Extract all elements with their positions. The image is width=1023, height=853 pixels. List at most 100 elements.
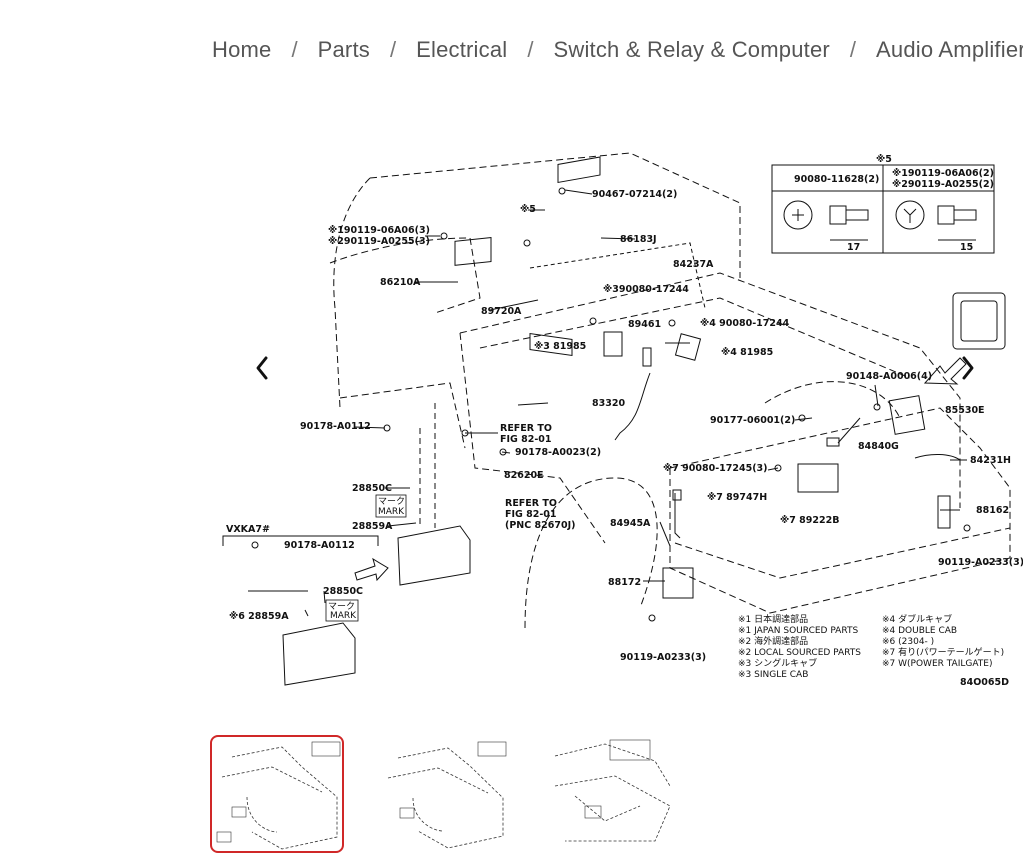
bracket-89720A: [529, 332, 573, 357]
breadcrumb-electrical[interactable]: Electrical: [416, 37, 508, 62]
amplifier-86210A: [454, 236, 492, 266]
harness-84945A: [674, 493, 681, 539]
bracket-86183J: [557, 156, 601, 183]
label-p1: 90467-07214(2): [592, 189, 677, 200]
harness-line: [419, 403, 436, 528]
bumper-line: [674, 527, 1011, 579]
label-p20: 84231H: [970, 455, 1011, 466]
next-image-button[interactable]: [954, 350, 982, 386]
inset-title: ※5: [876, 154, 892, 165]
legend-right-5: ※7 W(POWER TAILGATE): [882, 659, 993, 669]
tailgate: [669, 407, 1011, 614]
inset-left-label: 90080-11628(2): [794, 174, 879, 185]
legend-left-1: ※1 日本調達部品: [738, 613, 808, 625]
harness-83320: [614, 372, 651, 441]
chevron-right-icon: [962, 356, 974, 380]
label-p9: ※390080-17244: [603, 284, 689, 295]
label-p12: ※3 81985: [534, 341, 586, 352]
label-p7: 89720A: [481, 306, 522, 317]
label-p27: 84945A: [610, 518, 651, 529]
computer-88172: [662, 567, 694, 599]
breadcrumb: Home / Parts / Electrical / Switch & Rel…: [212, 30, 1023, 70]
label-p31: 90119-A0233(3): [938, 557, 1023, 568]
label-p24: 28850C: [352, 483, 392, 494]
variant-label: VXKA7#: [226, 524, 270, 535]
cab-back-wall: [529, 242, 706, 309]
switch-badge-inset: [952, 292, 1006, 350]
refer-to-1-line-2: FIG 82-01: [500, 434, 552, 445]
label-p18: 90177-06001(2): [710, 415, 795, 426]
refer-to-2-line-3: (PNC 82670J): [505, 520, 575, 531]
label-p26: 28859A: [352, 521, 393, 532]
inset-dim-left: 17: [847, 242, 860, 253]
mark-label-en-lower: MARK: [330, 611, 357, 621]
refer-to-1-line-1: REFER TO: [500, 423, 552, 434]
label-p14: 83320: [592, 398, 625, 409]
door-line: [339, 382, 466, 449]
module-81985-b: [674, 333, 702, 361]
label-p32: 28850C: [323, 586, 363, 597]
label-p19: 84840G: [858, 441, 899, 452]
breadcrumb-parts[interactable]: Parts: [317, 37, 370, 62]
inset-dim-right: 15: [960, 242, 973, 253]
variant-bracket: [222, 535, 379, 546]
thumbnail-2[interactable]: [377, 735, 511, 853]
battery-lower: [282, 622, 356, 686]
cab-outline: [369, 152, 741, 278]
label-p35: 90119-A0233(3): [620, 652, 706, 663]
label-p25: ※7 89747H: [707, 492, 767, 503]
sensor-89461: [642, 347, 652, 367]
label-p16: 85530E: [945, 405, 985, 416]
indicator-arrow: [923, 357, 967, 385]
legend-right-3: ※6 (2304- ): [882, 637, 934, 647]
label-p4: ※190119-06A06(3): [328, 225, 430, 236]
bed-floor: [479, 297, 911, 379]
computer-89222B: [797, 463, 839, 493]
label-p13: ※4 81985: [721, 347, 773, 358]
label-p17: 90178-A0112: [300, 421, 371, 432]
harness-84231H: [914, 454, 961, 461]
thumbnail-3[interactable]: [544, 735, 678, 853]
label-p29: 88162: [976, 505, 1009, 516]
legend-left-5: ※3 シングルキャブ: [738, 657, 817, 669]
breadcrumb-audio-amplifier[interactable]: Audio Amplifier: [876, 37, 1023, 62]
wheel-arch-rear: [764, 381, 901, 419]
legend-right-1: ※4 ダブルキャブ: [882, 613, 952, 625]
breadcrumb-separator: /: [291, 37, 298, 62]
refer-to-2-line-2: FIG 82-01: [505, 509, 557, 520]
inset-right-label-2: ※290119-A0255(2): [892, 179, 994, 190]
thumbnail-1[interactable]: [210, 735, 344, 853]
label-p30: 90178-A0112: [284, 540, 355, 551]
previous-image-button[interactable]: [248, 350, 276, 386]
label-p33: 88172: [608, 577, 641, 588]
switch-85530E: [888, 395, 926, 435]
label-p23: ※7 90080-17245(3): [663, 463, 768, 474]
label-p6: 86210A: [380, 277, 421, 288]
breadcrumb-home[interactable]: Home: [212, 37, 272, 62]
breadcrumb-switch-relay-computer[interactable]: Switch & Relay & Computer: [553, 37, 830, 62]
window-line: [329, 237, 481, 314]
legend-left-3: ※2 海外調達部品: [738, 635, 808, 647]
label-p5: ※290119-A0255(3): [328, 236, 430, 247]
mark-label-jp: マーク: [378, 496, 405, 507]
label-p11: ※4 90080-17244: [700, 318, 790, 329]
legend-left-2: ※1 JAPAN SOURCED PARTS: [738, 626, 858, 636]
breadcrumb-separator: /: [527, 37, 534, 62]
label-p22: 82620E: [504, 470, 544, 481]
thumbnail-2-preview: [387, 741, 507, 849]
label-p2: ※5: [520, 204, 536, 215]
legend-left-6: ※3 SINGLE CAB: [738, 670, 808, 680]
parts-diagram: 90467-07214(2) ※5 86183J ※190119-06A06(3…: [222, 152, 1023, 688]
module-88162: [937, 495, 951, 529]
legend-left-4: ※2 LOCAL SOURCED PARTS: [738, 648, 861, 658]
wheel-arch-front: [524, 477, 658, 629]
label-p3: 86183J: [620, 234, 657, 245]
mark-label-en: MARK: [378, 507, 405, 517]
inset-right-label-1: ※190119-06A06(2): [892, 168, 994, 179]
bed-side: [459, 332, 606, 544]
refer-arrow: [354, 557, 389, 582]
label-p21: 90178-A0023(2): [515, 447, 601, 458]
label-p15: 90148-A0006(4): [846, 371, 932, 382]
diagram-code: 84O065D: [960, 677, 1009, 688]
thumbnail-3-preview: [554, 739, 671, 842]
